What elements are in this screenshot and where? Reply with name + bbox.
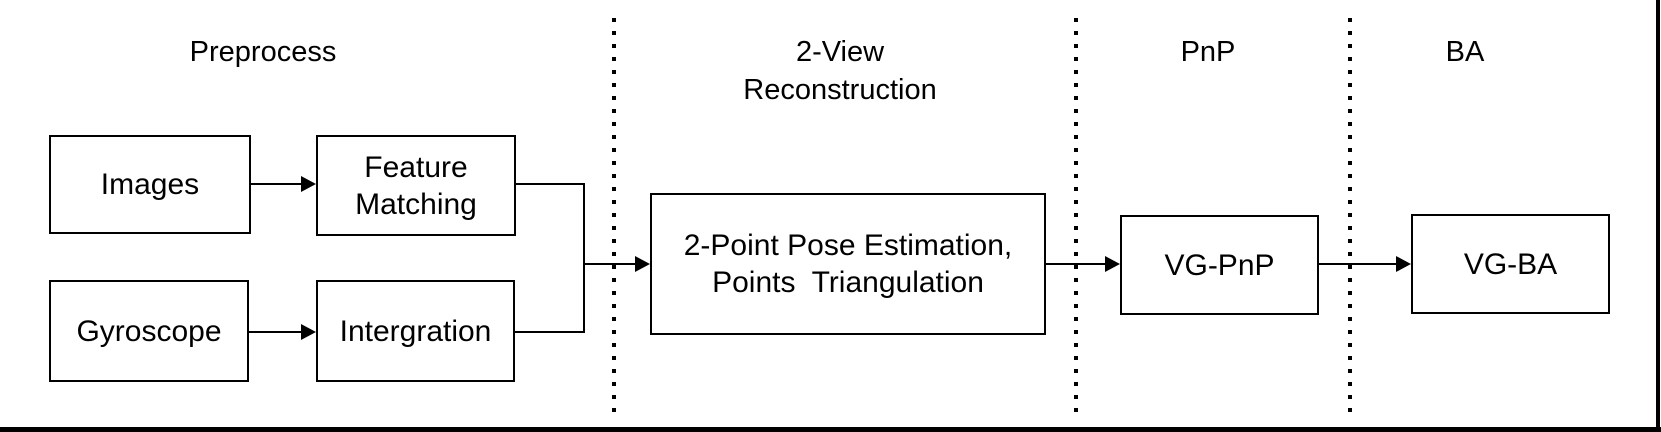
section-divider-3: [1348, 18, 1352, 418]
node-integration-label: Intergration: [339, 314, 492, 348]
node-gyroscope-label: Gyroscope: [76, 314, 222, 348]
node-vg-ba-label: VG-BA: [1463, 247, 1558, 281]
connector-merge-vertical: [583, 183, 585, 333]
node-feature-matching: Feature Matching: [316, 135, 516, 236]
connector-vg-pnp-to-vg-ba: [1319, 263, 1398, 265]
node-two-point-pose-label: 2-Point Pose Estimation, Points Triangul…: [683, 229, 1013, 299]
node-integration: Intergration: [316, 280, 515, 382]
node-images: Images: [49, 135, 251, 234]
connector-feature-to-merge: [516, 183, 585, 185]
section-divider-1: [612, 18, 616, 418]
section-title-ba: BA: [1445, 36, 1485, 68]
section-divider-2: [1074, 18, 1078, 418]
connector-integration-to-merge: [515, 331, 585, 333]
arrow-head: [301, 176, 316, 192]
bottom-frame-rule: [0, 427, 1661, 432]
section-title-preprocess: Preprocess: [189, 36, 337, 68]
connector-images-to-feature: [251, 183, 302, 185]
connector-merge-to-two-point: [583, 263, 636, 265]
arrow-head: [301, 324, 316, 340]
connector-two-point-to-vg-pnp: [1046, 263, 1107, 265]
arrow-head: [635, 256, 650, 272]
right-frame-rule: [1656, 0, 1660, 432]
node-feature-matching-label: Feature Matching: [355, 150, 477, 221]
arrow-head: [1105, 256, 1120, 272]
section-title-two-view-reconstruction: 2-View Reconstruction: [743, 36, 937, 106]
node-images-label: Images: [100, 168, 200, 201]
node-vg-pnp: VG-PnP: [1120, 215, 1319, 315]
arrow-head: [1396, 256, 1411, 272]
node-gyroscope: Gyroscope: [49, 280, 249, 382]
connector-gyroscope-to-integration: [249, 331, 302, 333]
section-title-pnp: PnP: [1180, 36, 1236, 68]
node-vg-ba: VG-BA: [1411, 214, 1610, 314]
node-vg-pnp-label: VG-PnP: [1164, 248, 1275, 282]
node-two-point-pose: 2-Point Pose Estimation, Points Triangul…: [650, 193, 1046, 335]
